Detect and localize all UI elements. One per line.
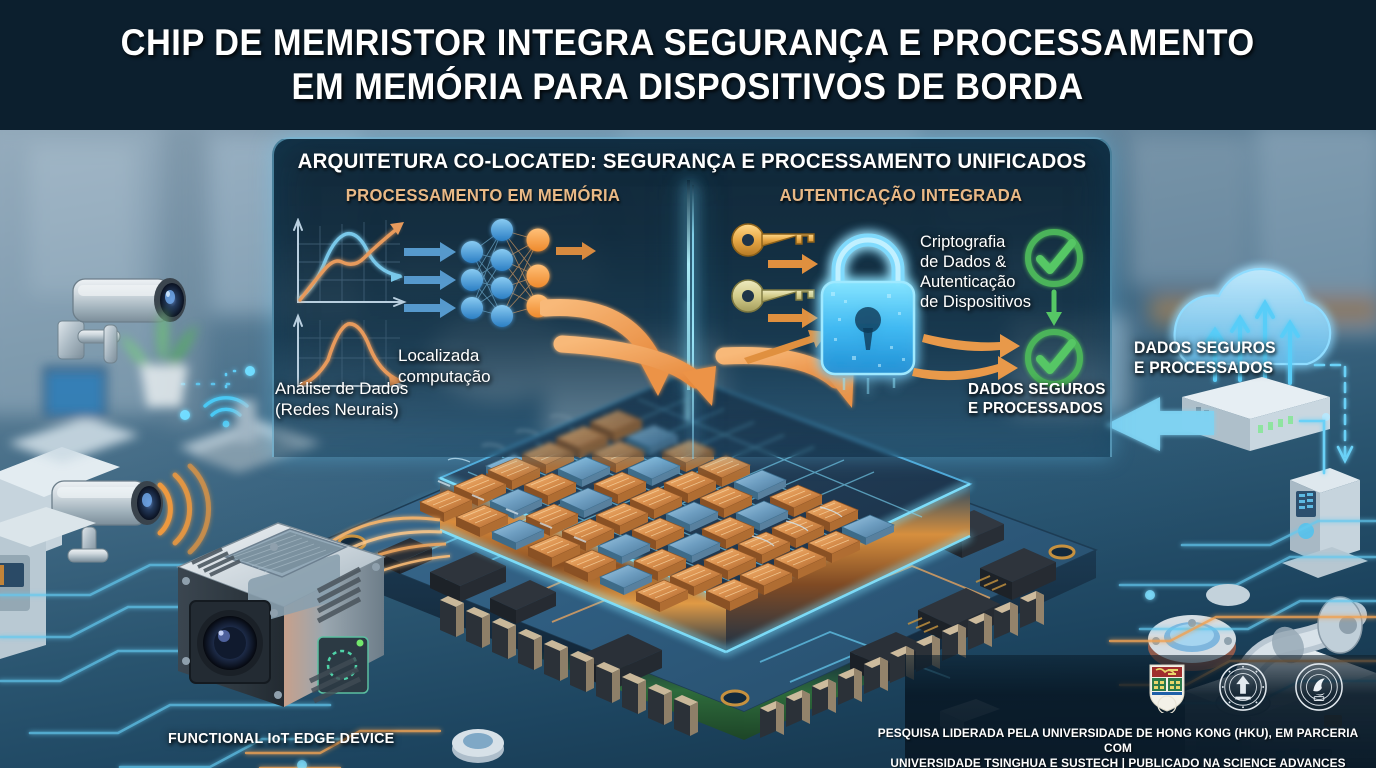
key-arrows [744, 254, 828, 364]
architecture-panel: ARQUITETURA CO-LOCATED: SEGURANÇA E PROC… [272, 137, 1112, 459]
security-camera-icon [0, 447, 163, 570]
credits-backdrop [905, 655, 1376, 768]
edge-server-icon [1282, 468, 1368, 578]
output-arrow [556, 242, 596, 260]
right-section-graphics [731, 223, 1083, 394]
processing-flow-arrows [540, 298, 854, 408]
section-header-integrated-authentication: AUTENTICAÇÃO INTEGRADA [779, 185, 1023, 205]
cloud-upload-arrows [1205, 298, 1300, 385]
tsinghua-logo [1219, 663, 1267, 711]
signal-waves-icon [157, 463, 212, 555]
check-link-arrow [1046, 289, 1062, 326]
secure-data-arrow [1105, 397, 1214, 451]
secure-data-label-center: DADOS SEGUROS E PROCESSADOS [968, 381, 1106, 417]
title-line-1: CHIP DE MEMRISTOR INTEGRA SEGURANÇA E PR… [121, 22, 1255, 63]
data-link-dots [180, 366, 255, 420]
panel-divider [692, 185, 694, 459]
chip-pins [440, 591, 1044, 738]
center-energy-beam [687, 180, 690, 390]
hku-logo [1149, 664, 1185, 713]
lab-cabinet [0, 507, 96, 659]
local-compute-label: Localizada computação [398, 346, 491, 386]
cryptography-label: Criptografia de Dados & Autenticação de … [920, 233, 1031, 311]
iot-device-caption: FUNCTIONAL IoT EDGE DEVICE [168, 730, 395, 747]
title-line-2: EM MEMÓRIA PARA DISPOSITIVOS DE BORDA [291, 66, 1085, 107]
check-circle-icon [1025, 229, 1083, 287]
router-icon [1182, 377, 1330, 451]
memristor-chip-icon [311, 300, 1098, 740]
section-header-in-memory-processing: PROCESSAMENTO EM MEMÓRIA [345, 185, 621, 205]
credits-text: PESQUISA LIDERADA PELA UNIVERSIDADE DE H… [877, 726, 1359, 768]
header-banner: CHIP DE MEMRISTOR INTEGRA SEGURANÇA E PR… [0, 0, 1376, 130]
iot-edge-device [176, 522, 386, 707]
data-analysis-label: Análise de Dados (Redes Neurais) [275, 379, 409, 419]
key-icon [731, 279, 815, 313]
chart-top-left [293, 218, 407, 307]
university-logos [1110, 658, 1376, 716]
page-title: CHIP DE MEMRISTOR INTEGRA SEGURANÇA E PR… [121, 21, 1255, 109]
input-arrows [404, 242, 456, 318]
cloud-server-link [1298, 363, 1354, 475]
chart-bottom-left [293, 313, 407, 391]
plant-decor [120, 308, 198, 407]
sustech-logo [1295, 663, 1343, 711]
check-circle-icon [1025, 329, 1083, 387]
lab-monitor [8, 365, 140, 463]
security-camera-icon [57, 278, 186, 364]
padlock-icon [820, 233, 916, 394]
key-icon [731, 223, 815, 257]
panel-title: ARQUITETURA CO-LOCATED: SEGURANÇA E PROC… [297, 149, 1087, 173]
secure-data-label-right: DADOS SEGUROS E PROCESSADOS [1134, 339, 1276, 377]
left-section-graphics [293, 218, 596, 391]
verification-arrows [912, 334, 1020, 381]
